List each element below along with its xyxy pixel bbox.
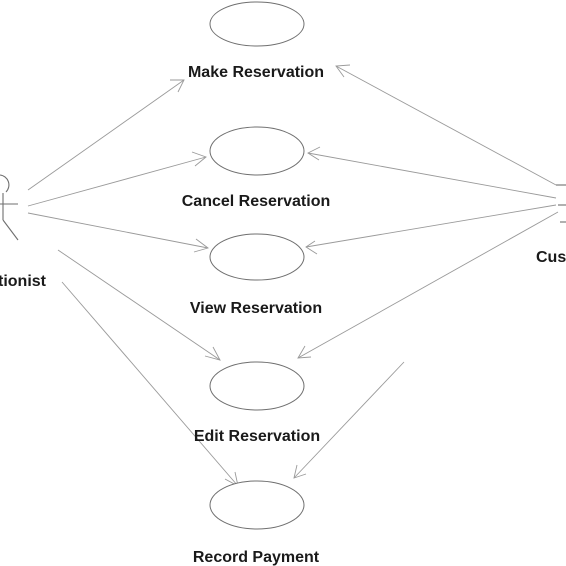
use-case-make-reservation[interactable]: Make Reservation	[188, 1, 324, 81]
use-case-label: Cancel Reservation	[182, 193, 331, 210]
association-receptionist-view-reservation	[27, 212, 209, 253]
association-receptionist-cancel-reservation	[27, 151, 207, 207]
use-case-edit-reservation[interactable]: Edit Reservation	[194, 361, 320, 445]
actor-customer[interactable]: Cus	[536, 184, 566, 266]
association-customer-make-reservation	[335, 64, 557, 186]
use-case-label: Make Reservation	[188, 64, 324, 81]
use-case-label: Edit Reservation	[194, 428, 320, 445]
associations	[27, 64, 559, 487]
use-case-cancel-reservation[interactable]: Cancel Reservation	[182, 126, 331, 210]
association-customer-record-payment	[293, 361, 405, 479]
association-customer-view-reservation	[305, 204, 557, 255]
use-case-view-reservation[interactable]: View Reservation	[190, 233, 322, 317]
use-case-label: View Reservation	[190, 300, 322, 317]
actor-figure-icon	[556, 184, 566, 223]
association-customer-cancel-reservation	[307, 146, 557, 199]
actor-figure-icon	[0, 174, 19, 241]
actor-label: Cus	[536, 249, 566, 266]
actor-receptionist[interactable]: tionist	[0, 174, 47, 290]
association-receptionist-make-reservation	[27, 79, 185, 191]
actor-label: tionist	[0, 273, 47, 290]
association-customer-edit-reservation	[297, 211, 559, 359]
association-receptionist-edit-reservation	[57, 249, 221, 361]
use-case-label: Record Payment	[193, 549, 320, 566]
use-case-record-payment[interactable]: Record Payment	[193, 480, 320, 566]
